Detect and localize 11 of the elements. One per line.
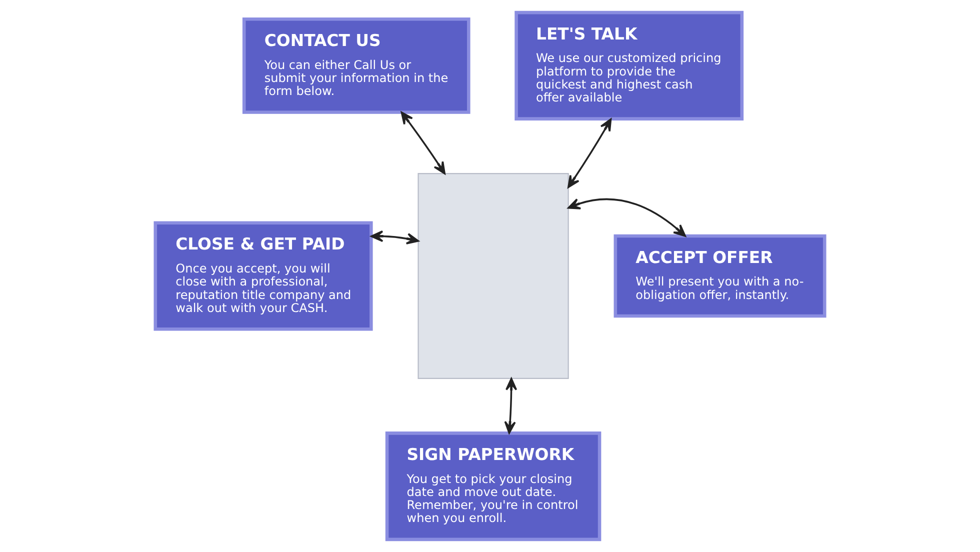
node-box: ACCEPT OFFER We'll present you with a no-obligation offer, instantly.	[614, 234, 826, 318]
node-box	[418, 173, 569, 379]
node-box: SIGN PAPERWORK You get to pick your closing date and move out date. Remember, you're in control when you enroll.	[385, 432, 602, 542]
arrow	[568, 118, 612, 188]
node-box: LET'S TALK We use our customized pricing platform to provide the quickest and highest cash offer available	[514, 10, 744, 120]
arrow	[370, 230, 420, 244]
node-box: CLOSE & GET PAID Once you accept, you will close with a professional, reputation title company and walk out with your CASH.	[154, 221, 373, 331]
arrow	[568, 198, 686, 237]
node-box: CONTACT US You can either Call Us or submit your information in the form below.	[242, 18, 470, 114]
arrow	[504, 378, 518, 434]
arrow	[400, 112, 446, 174]
